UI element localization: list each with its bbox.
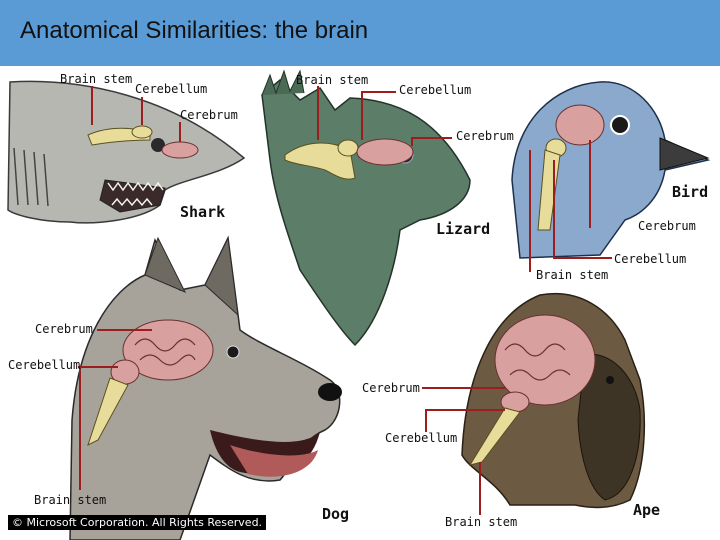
lizard-cerebrum-label: Cerebrum bbox=[456, 129, 514, 143]
dog-brain-stem-label: Brain stem bbox=[34, 493, 106, 507]
ape-brain-stem bbox=[468, 407, 521, 466]
bird-cerebellum-leader bbox=[553, 160, 612, 259]
shark-cerebrum bbox=[161, 141, 199, 159]
lizard-cerebellum bbox=[337, 139, 359, 157]
ape-name-label: Ape bbox=[633, 501, 660, 519]
dog-cerebrum-folds bbox=[134, 338, 196, 366]
dog-ear-left bbox=[144, 236, 187, 293]
ape-illustration: Cerebrum Cerebellum Brain stem Ape bbox=[362, 293, 660, 529]
shark-eye bbox=[151, 138, 165, 152]
ape-face bbox=[577, 353, 641, 501]
bird-cerebrum bbox=[555, 104, 605, 146]
shark-brain-stem-label: Brain stem bbox=[60, 72, 132, 86]
ape-brain-stem-label: Brain stem bbox=[445, 515, 517, 529]
dog-eye bbox=[226, 345, 240, 359]
lizard-brain-stem-label: Brain stem bbox=[296, 73, 368, 87]
brain-comparison-figure: Brain stem Cerebellum Cerebrum Shark Bra… bbox=[7, 69, 711, 540]
dog-nose bbox=[318, 383, 342, 401]
bird-beak bbox=[659, 137, 710, 171]
lizard-cerebrum-leader bbox=[411, 137, 452, 146]
ape-cerebrum-label: Cerebrum bbox=[362, 381, 420, 395]
lizard-cerebrum bbox=[356, 138, 414, 166]
dog-cerebellum-label: Cerebellum bbox=[8, 358, 80, 372]
dog-illustration: Cerebrum Cerebellum Brain stem Dog bbox=[8, 235, 349, 540]
shark-teeth bbox=[107, 181, 164, 207]
shark-head bbox=[7, 80, 246, 224]
lizard-brain-stem bbox=[284, 142, 356, 180]
ape-eye bbox=[606, 376, 614, 384]
dog-brain-stem bbox=[87, 377, 129, 446]
lizard-spines bbox=[261, 69, 305, 96]
shark-cerebellum bbox=[131, 125, 153, 139]
lizard-name-label: Lizard bbox=[436, 220, 490, 238]
bird-name-label: Bird bbox=[672, 183, 708, 201]
dog-tongue bbox=[230, 445, 318, 477]
shark-name-label: Shark bbox=[180, 203, 225, 221]
bird-brain-stem-label: Brain stem bbox=[536, 268, 608, 282]
bird-eye bbox=[610, 115, 630, 135]
lizard-cerebellum-label: Cerebellum bbox=[399, 83, 471, 97]
ape-cerebellum-label: Cerebellum bbox=[385, 431, 457, 445]
bird-illustration: Bird Cerebrum Cerebellum Brain stem bbox=[511, 81, 711, 282]
slide-title: Anatomical Similarities: the brain bbox=[20, 17, 369, 44]
shark-gills bbox=[13, 147, 49, 207]
dog-ear-right bbox=[204, 236, 239, 317]
ape-cerebellum-leader bbox=[425, 409, 505, 432]
shark-cerebrum-label: Cerebrum bbox=[180, 108, 238, 122]
lizard-cerebellum-leader bbox=[361, 91, 396, 140]
bird-cerebellum-label: Cerebellum bbox=[614, 252, 686, 266]
lizard-illustration: Brain stem Cerebellum Cerebrum Lizard bbox=[261, 69, 514, 347]
dog-cerebrum-label: Cerebrum bbox=[35, 322, 93, 336]
dog-name-label: Dog bbox=[322, 505, 349, 523]
ape-cerebrum bbox=[494, 314, 596, 406]
lizard-head bbox=[261, 78, 471, 347]
ape-cerebrum-folds bbox=[504, 343, 571, 381]
title-bar: Anatomical Similarities: the brain bbox=[0, 0, 720, 66]
copyright-notice: © Microsoft Corporation. All Rights Rese… bbox=[8, 515, 267, 530]
bird-cerebrum-label: Cerebrum bbox=[638, 219, 696, 233]
shark-illustration: Brain stem Cerebellum Cerebrum Shark bbox=[7, 72, 246, 224]
shark-cerebellum-label: Cerebellum bbox=[135, 82, 207, 96]
